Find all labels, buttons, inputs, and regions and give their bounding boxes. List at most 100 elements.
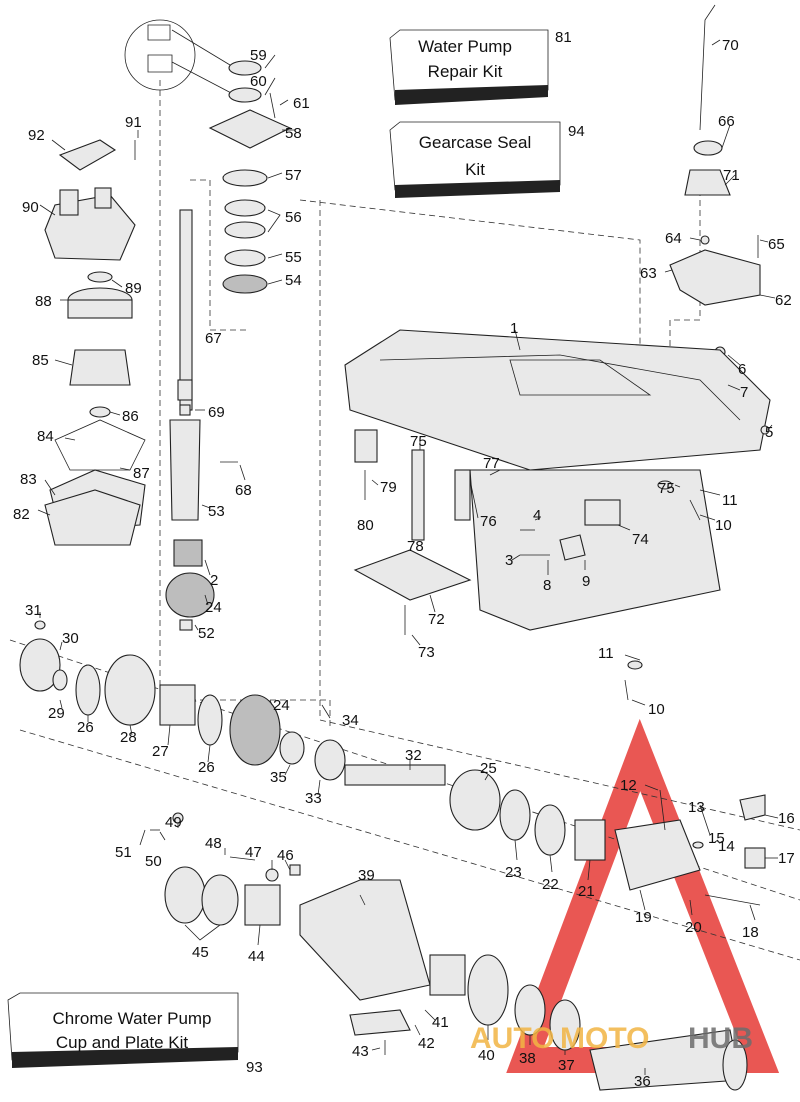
callout-88: 88 — [35, 293, 52, 310]
callout-45: 45 — [192, 944, 209, 961]
callout-50: 50 — [145, 853, 162, 870]
callout-7: 7 — [740, 384, 748, 401]
callout-70: 70 — [722, 37, 739, 54]
callout-10: 10 — [648, 701, 665, 718]
water-pump-assembly — [44, 139, 146, 546]
callout-4: 4 — [533, 507, 541, 524]
callout-1: 1 — [510, 320, 518, 337]
callout-68: 68 — [235, 482, 252, 499]
callout-27: 27 — [152, 743, 169, 760]
callout-91: 91 — [125, 114, 142, 131]
callout-47: 47 — [245, 844, 262, 861]
clips-detail — [124, 19, 236, 96]
callout-6: 6 — [738, 361, 746, 378]
callout-57: 57 — [285, 167, 302, 184]
callout-14: 14 — [718, 838, 735, 855]
callout-49: 49 — [165, 814, 182, 831]
callout-25: 25 — [480, 760, 497, 777]
callout-42: 42 — [418, 1035, 435, 1052]
callout-86: 86 — [122, 408, 139, 425]
callout-38: 38 — [519, 1050, 536, 1067]
watermark-moto: MOTO — [560, 1022, 649, 1055]
callout-26: 26 — [198, 759, 215, 776]
callout-41: 41 — [432, 1014, 449, 1031]
callout-labels: 5960615857565554676968532245291929089888… — [13, 37, 795, 1090]
callout-35: 35 — [270, 769, 287, 786]
water-pump-kit-line1: Water Pump — [418, 37, 512, 56]
callout-18: 18 — [742, 924, 759, 941]
callout-83: 83 — [20, 471, 37, 488]
watermark-hub: HUB — [688, 1022, 753, 1055]
callout-48: 48 — [205, 835, 222, 852]
gearcase-seal-kit-number: 94 — [568, 123, 585, 140]
callout-22: 22 — [542, 876, 559, 893]
callout-59: 59 — [250, 47, 267, 64]
callout-54: 54 — [285, 272, 302, 289]
callout-15: 15 — [708, 830, 725, 847]
callout-77: 77 — [483, 455, 500, 472]
callout-55: 55 — [285, 249, 302, 266]
callout-75: 75 — [410, 433, 427, 450]
callout-52: 52 — [198, 625, 215, 642]
callout-65: 65 — [768, 236, 785, 253]
callout-79: 79 — [380, 479, 397, 496]
callout-3: 3 — [505, 552, 513, 569]
gearcase-housing — [344, 329, 771, 701]
callout-12: 12 — [620, 777, 637, 794]
callout-40: 40 — [478, 1047, 495, 1064]
callout-89: 89 — [125, 280, 142, 297]
callout-31: 31 — [25, 602, 42, 619]
callout-11: 11 — [598, 645, 614, 662]
gearcase-seal-kit-line1: Gearcase Seal — [419, 133, 531, 152]
callout-75: 75 — [658, 480, 675, 497]
callout-63: 63 — [640, 265, 657, 282]
callout-26: 26 — [77, 719, 94, 736]
callout-16: 16 — [778, 810, 795, 827]
callout-92: 92 — [28, 127, 45, 144]
chrome-pump-kit-line2: Cup and Plate Kit — [56, 1033, 189, 1052]
callout-61: 61 — [293, 95, 310, 112]
callout-87: 87 — [133, 465, 150, 482]
callout-51: 51 — [115, 844, 132, 861]
callout-28: 28 — [120, 729, 137, 746]
chrome-pump-kit-number: 93 — [246, 1059, 263, 1076]
gearcase-seal-kit-line2: Kit — [465, 160, 485, 179]
callout-10: 10 — [715, 517, 732, 534]
callout-9: 9 — [582, 573, 590, 590]
water-pump-kit-number: 81 — [555, 29, 572, 46]
callout-34: 34 — [342, 712, 359, 729]
callout-37: 37 — [558, 1057, 575, 1074]
callout-19: 19 — [635, 909, 652, 926]
gearcase-seal-kit-label: Gearcase Seal Kit 94 — [389, 121, 585, 198]
callout-23: 23 — [505, 864, 522, 881]
watermark-auto: AUTO — [470, 1022, 554, 1055]
callout-30: 30 — [62, 630, 79, 647]
callout-85: 85 — [32, 352, 49, 369]
callout-11: 11 — [722, 492, 738, 509]
callout-24: 24 — [273, 697, 290, 714]
callout-5: 5 — [765, 424, 773, 441]
chrome-pump-kit-line1: Chrome Water Pump — [52, 1009, 211, 1028]
callout-56: 56 — [285, 209, 302, 226]
callout-36: 36 — [634, 1073, 651, 1090]
callout-21: 21 — [578, 883, 595, 900]
callout-64: 64 — [665, 230, 682, 247]
water-pump-kit-line2: Repair Kit — [428, 62, 503, 81]
leader-lines — [37, 39, 779, 1075]
watermark-text: AUTO MOTO HUB — [470, 1022, 753, 1055]
pump-shaft-column — [165, 60, 292, 631]
callout-72: 72 — [428, 611, 445, 628]
callout-71: 71 — [723, 167, 740, 184]
callout-76: 76 — [480, 513, 497, 530]
callout-44: 44 — [248, 948, 265, 965]
callout-20: 20 — [685, 919, 702, 936]
propshaft-assembly — [19, 620, 766, 906]
callout-2: 2 — [210, 572, 218, 589]
callout-8: 8 — [543, 577, 551, 594]
callout-58: 58 — [285, 125, 302, 142]
callout-80: 80 — [357, 517, 374, 534]
callout-66: 66 — [718, 113, 735, 130]
callout-73: 73 — [418, 644, 435, 661]
callout-24: 24 — [205, 599, 222, 616]
